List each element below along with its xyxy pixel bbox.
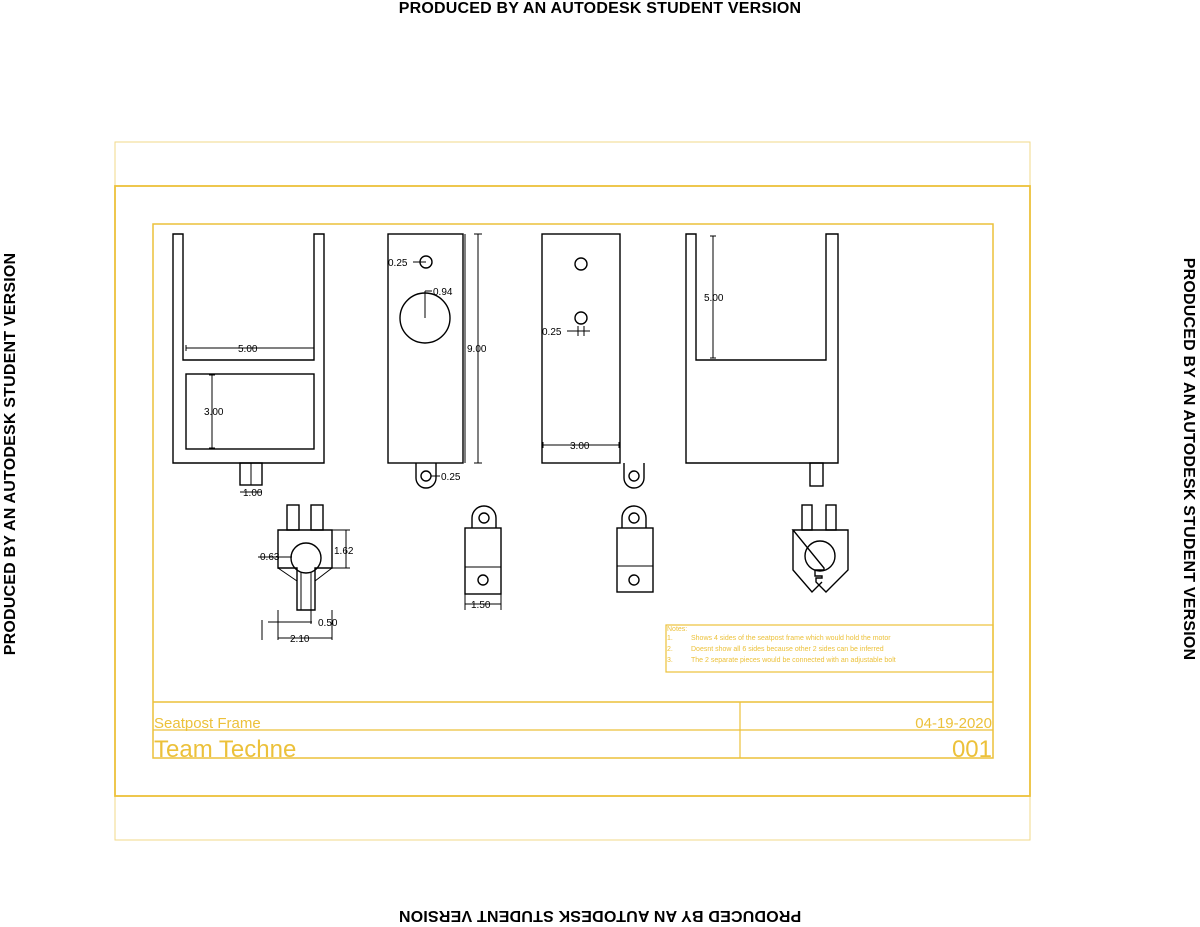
dim-v1-height: 3.00	[204, 407, 224, 418]
watermark-top: PRODUCED BY AN AUTODESK STUDENT VERSION	[398, 0, 802, 17]
note-1-number: 1.	[667, 635, 673, 642]
dim-v1-width: 5.00	[238, 344, 258, 355]
view-3-back-plate	[541, 233, 645, 489]
title-block	[153, 701, 993, 758]
dim-v3-width: 3.00	[570, 441, 590, 452]
dim-v3-hole: 0.25	[542, 327, 562, 338]
note-3-text: The 2 separate pieces would be connected…	[691, 657, 896, 664]
note-2-text: Doesnt show all 6 sides because other 2 …	[691, 646, 884, 653]
view-1-frame-front	[172, 233, 325, 493]
dim-d1-width: 2.10	[290, 634, 310, 645]
notes-heading: Notes:	[667, 626, 687, 633]
note-2-number: 2.	[667, 646, 673, 653]
detail-4-clamp-open	[791, 504, 849, 594]
dim-d1-hole: 0.63	[260, 552, 280, 563]
drawing-number: 001	[952, 736, 992, 763]
view-4-frame-rear	[685, 233, 839, 487]
note-1-text: Shows 4 sides of the seatpost frame whic…	[691, 635, 891, 642]
drawing-title: Seatpost Frame	[154, 715, 261, 732]
dim-v2-hole-small: 0.25	[388, 258, 408, 269]
dim-d1-slot: 0.50	[318, 618, 338, 629]
dim-d1-height: 1.62	[334, 546, 354, 557]
detail-2-link	[464, 505, 502, 610]
detail-1-clamp	[258, 504, 350, 640]
dim-v2-height: 9.00	[467, 344, 487, 355]
sheet-frame	[114, 141, 1031, 841]
notes-box	[665, 624, 994, 673]
dim-v2-tab-hole: 0.25	[441, 472, 461, 483]
dim-v2-hole-large: 0.94	[433, 287, 453, 298]
dim-v1-tab: 1.00	[243, 488, 263, 499]
dim-d2-width: 1.50	[471, 600, 491, 611]
team-name: Team Techne	[154, 736, 296, 763]
detail-3-link	[616, 505, 654, 593]
dim-v4-height: 5.00	[704, 293, 724, 304]
drawing-date: 04-19-2020	[915, 715, 992, 732]
note-3-number: 3.	[667, 657, 673, 664]
view-2-side-plate	[387, 233, 482, 489]
